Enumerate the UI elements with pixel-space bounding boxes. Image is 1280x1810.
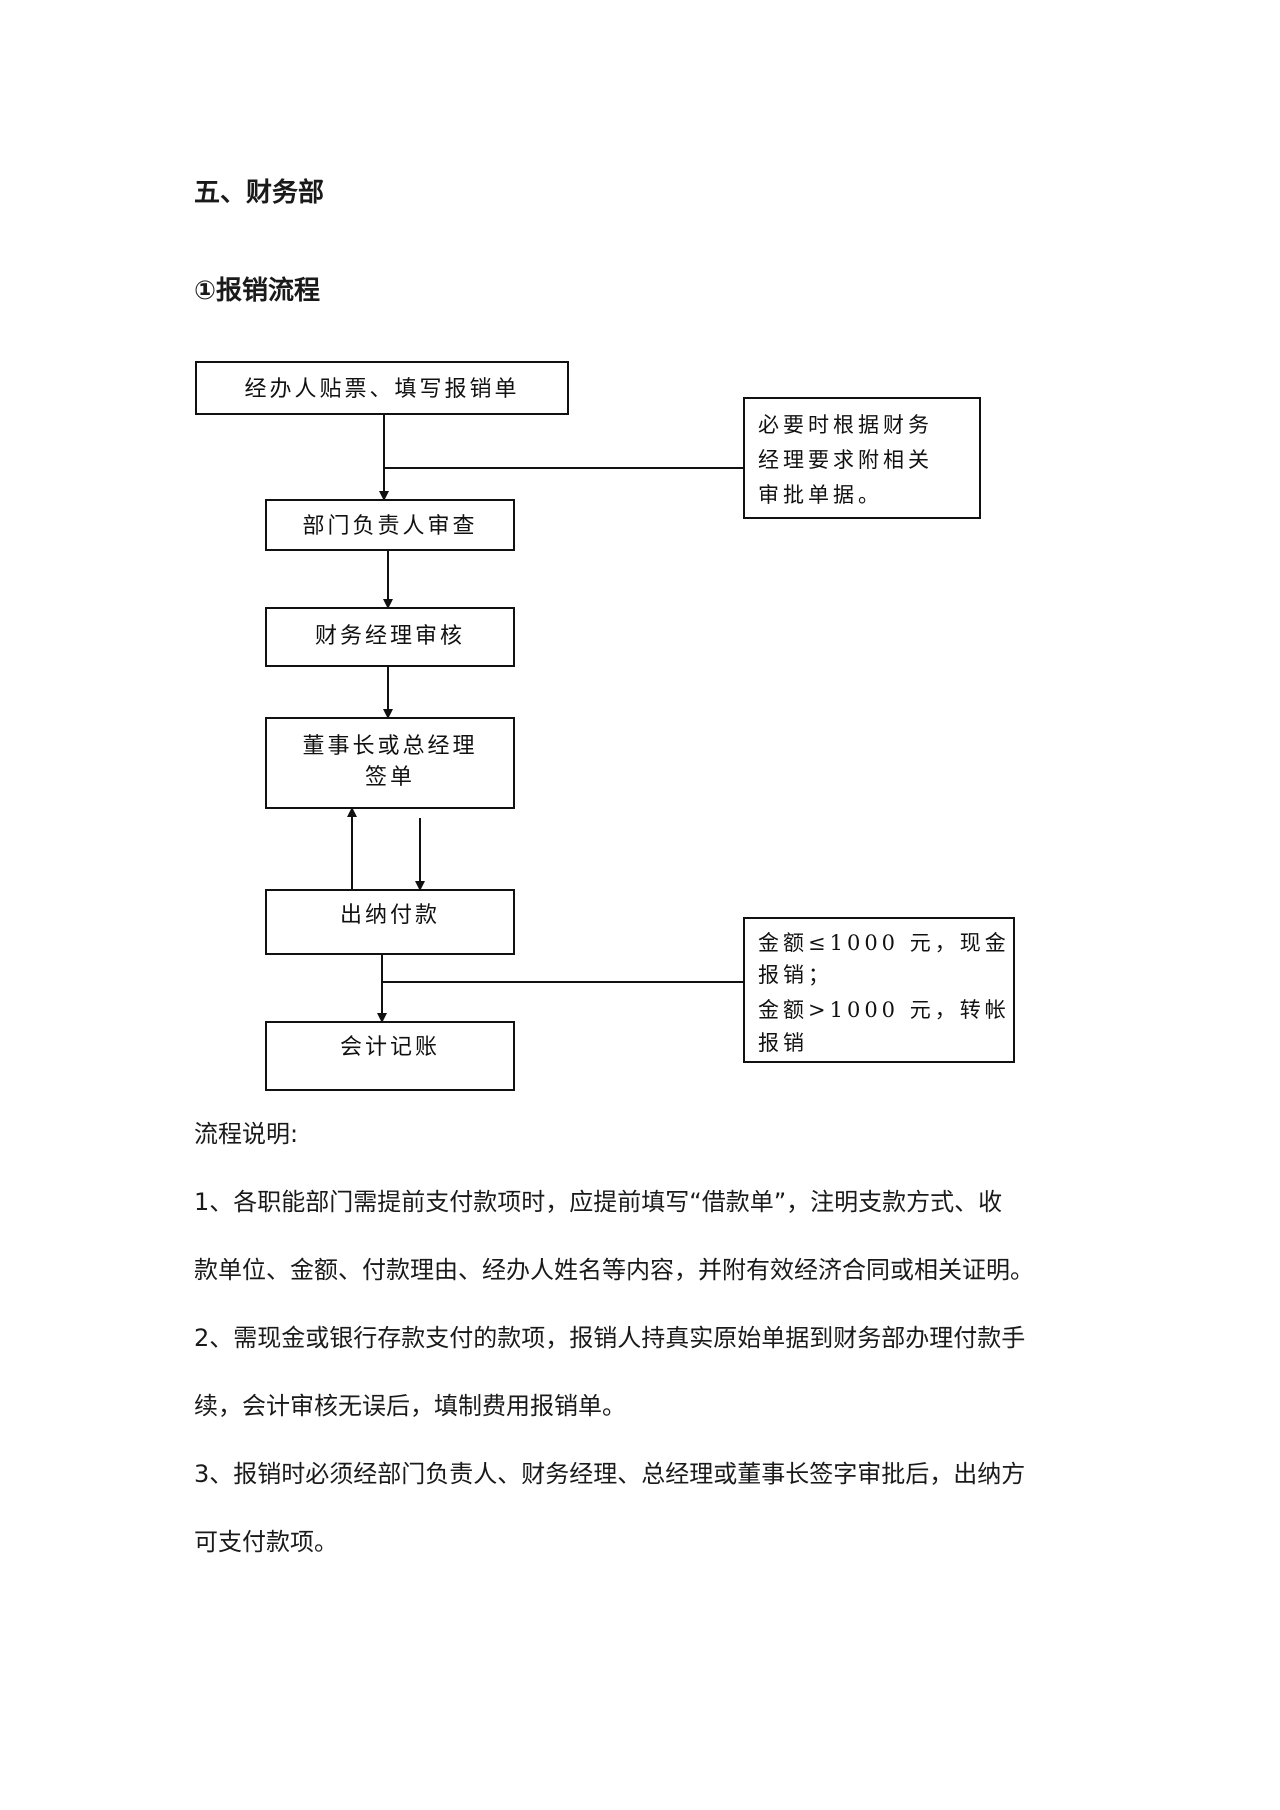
note-box-docs <box>743 397 981 519</box>
step-sign-label-line2: 签单 <box>365 765 415 790</box>
note-docs-line2: 经理要求附相关 <box>758 448 933 472</box>
explanation-label: 流程说明: <box>194 1120 299 1148</box>
explanation-line: 款单位、金额、付款理由、经办人姓名等内容，并附有效经济合同或相关证明。 <box>194 1256 1034 1284</box>
step-box-finance-review <box>265 607 515 667</box>
section-title: 五、财务部 <box>194 178 325 208</box>
flow-title: ①报销流程 <box>194 276 321 306</box>
step-bookkeeping-label: 会计记账 <box>340 1035 440 1060</box>
step-dept-review-label: 部门负责人审查 <box>302 514 477 539</box>
note-docs-line1: 必要时根据财务 <box>758 413 933 437</box>
note-amount-line4: 报销 <box>758 1031 808 1055</box>
note-amount-line1: 金额≤1000 元，现金 <box>758 931 1010 955</box>
explanation-line: 2、需现金或银行存款支付的款项，报销人持真实原始单据到财务部办理付款手 <box>194 1324 1026 1352</box>
explanation-line: 3、报销时必须经部门负责人、财务经理、总经理或董事长签字审批后，出纳方 <box>194 1460 1026 1488</box>
step-box-fill-form <box>195 361 569 415</box>
note-amount-line3: 金额>1000 元，转帐 <box>758 998 1010 1022</box>
reimbursement-flowchart: 经办人贴票、填写报销单 部门负责人审查 财务经理审核 董事长或总经理 签单 出纳… <box>195 361 1015 1091</box>
explanation-line: 可支付款项。 <box>194 1528 338 1556</box>
explanation-line: 续，会计审核无误后，填制费用报销单。 <box>194 1392 626 1420</box>
step-box-bookkeeping <box>265 1021 515 1091</box>
note-box-amount <box>743 917 1015 1063</box>
step-finance-review-label: 财务经理审核 <box>315 624 465 649</box>
step-sign-label-line1: 董事长或总经理 <box>302 734 477 759</box>
step-cashier-pay-label: 出纳付款 <box>340 903 440 928</box>
step-fill-form-label: 经办人贴票、填写报销单 <box>244 377 519 402</box>
step-box-dept-review <box>265 499 515 551</box>
note-amount-line2: 报销； <box>758 963 833 987</box>
step-box-cashier-pay <box>265 889 515 955</box>
explanation-line: 1、各职能部门需提前支付款项时，应提前填写“借款单”，注明支款方式、收 <box>194 1188 1003 1216</box>
step-box-sign <box>265 717 515 809</box>
note-docs-line3: 审批单据。 <box>758 483 883 507</box>
